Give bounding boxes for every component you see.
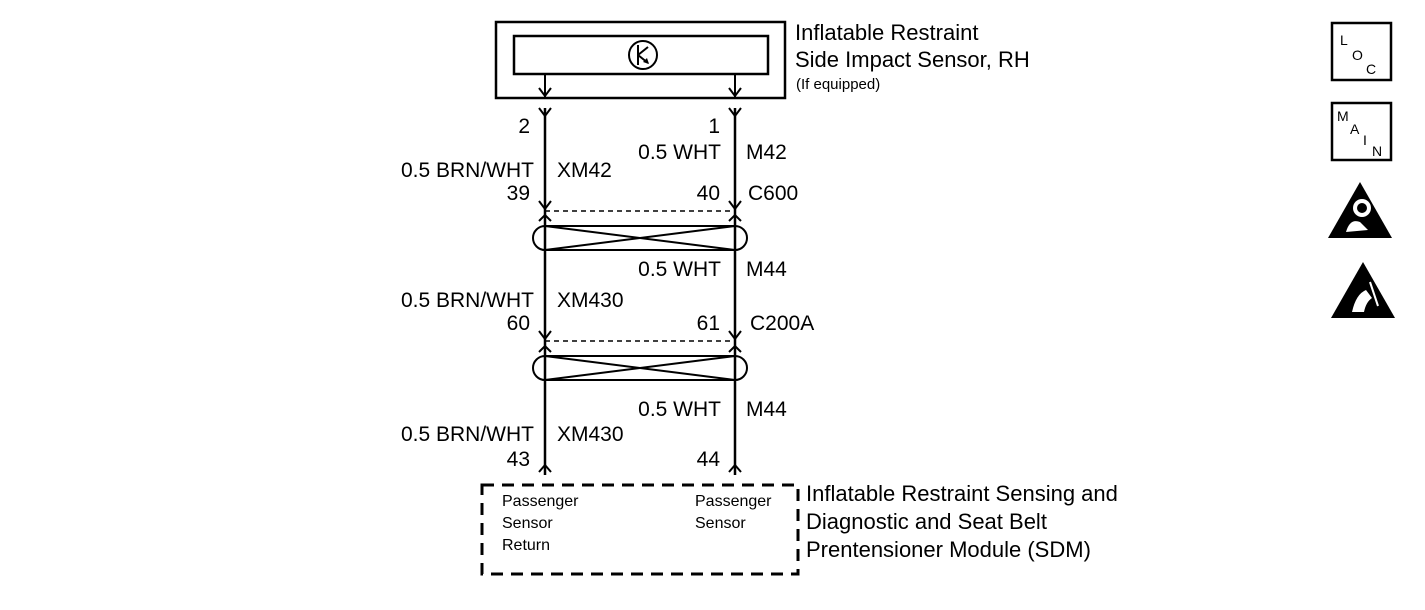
svg-text:M: M [1337, 108, 1349, 124]
right-sdm-pin: 44 [697, 448, 721, 471]
sdm-right-terminal-line1: Passenger [695, 493, 772, 510]
side-impact-sensor [494, 20, 787, 100]
left-c600-pin: 39 [507, 182, 530, 205]
sensor-inner-box [512, 34, 770, 76]
twisted-pair-1 [532, 225, 748, 251]
svg-text:C: C [1366, 61, 1376, 77]
left-seg2-wire: 0.5 BRN/WHT [401, 289, 534, 312]
left-seg1-circuit: XM42 [557, 159, 612, 182]
right-seg3-wire: 0.5 WHT [638, 398, 721, 421]
main-icon[interactable]: M A I N [1330, 101, 1393, 162]
sensor-title-line1: Inflatable Restraint [795, 20, 978, 45]
sdm-left-terminal-line2: Sensor [502, 515, 553, 532]
right-c200a-pin: 61 [697, 312, 720, 335]
right-seg2-circuit: M44 [746, 258, 787, 281]
left-seg3-circuit: XM430 [557, 423, 624, 446]
connector-c200a-label: C200A [750, 312, 814, 335]
sdm-title-line2: Diagnostic and Seat Belt [806, 509, 1047, 534]
left-seg1-wire: 0.5 BRN/WHT [401, 159, 534, 182]
right-sensor-pin: 1 [708, 115, 720, 138]
left-sdm-pin: 43 [507, 448, 530, 471]
left-wire [538, 107, 552, 475]
right-seg2-wire: 0.5 WHT [638, 258, 721, 281]
right-seg3-circuit: M44 [746, 398, 787, 421]
sdm-title-line1: Inflatable Restraint Sensing and [806, 481, 1118, 506]
left-seg3-wire: 0.5 BRN/WHT [401, 423, 534, 446]
right-c600-pin: 40 [697, 182, 720, 205]
sdm-right-terminal-line2: Sensor [695, 515, 746, 532]
right-seg1-wire: 0.5 WHT [638, 141, 721, 164]
sdm-title-line3: Prentensioner Module (SDM) [806, 537, 1091, 562]
sensor-note: (If equipped) [796, 76, 880, 93]
sdm-left-terminal-line3: Return [502, 537, 550, 554]
sdm-module-box [480, 483, 800, 576]
right-wire [728, 107, 742, 475]
svg-text:A: A [1350, 121, 1360, 137]
svg-text:N: N [1372, 143, 1382, 159]
right-seg1-circuit: M42 [746, 141, 787, 164]
svg-text:O: O [1352, 47, 1363, 63]
left-c200a-pin: 60 [507, 312, 530, 335]
loc-icon[interactable]: L O C [1330, 21, 1393, 82]
svg-text:I: I [1363, 132, 1367, 148]
sensor-symbol-icon [628, 40, 658, 70]
left-seg2-circuit: XM430 [557, 289, 624, 312]
svg-text:L: L [1340, 32, 1348, 48]
twisted-pair-2 [532, 355, 748, 381]
airbag-warning-icon [1328, 182, 1392, 238]
sdm-left-terminal-line1: Passenger [502, 493, 579, 510]
connector-c600-label: C600 [748, 182, 798, 205]
sensor-title-line2: Side Impact Sensor, RH [795, 47, 1030, 72]
esd-warning-icon [1331, 262, 1395, 318]
left-sensor-pin: 2 [518, 115, 530, 138]
sensor-outer-box [494, 20, 787, 100]
